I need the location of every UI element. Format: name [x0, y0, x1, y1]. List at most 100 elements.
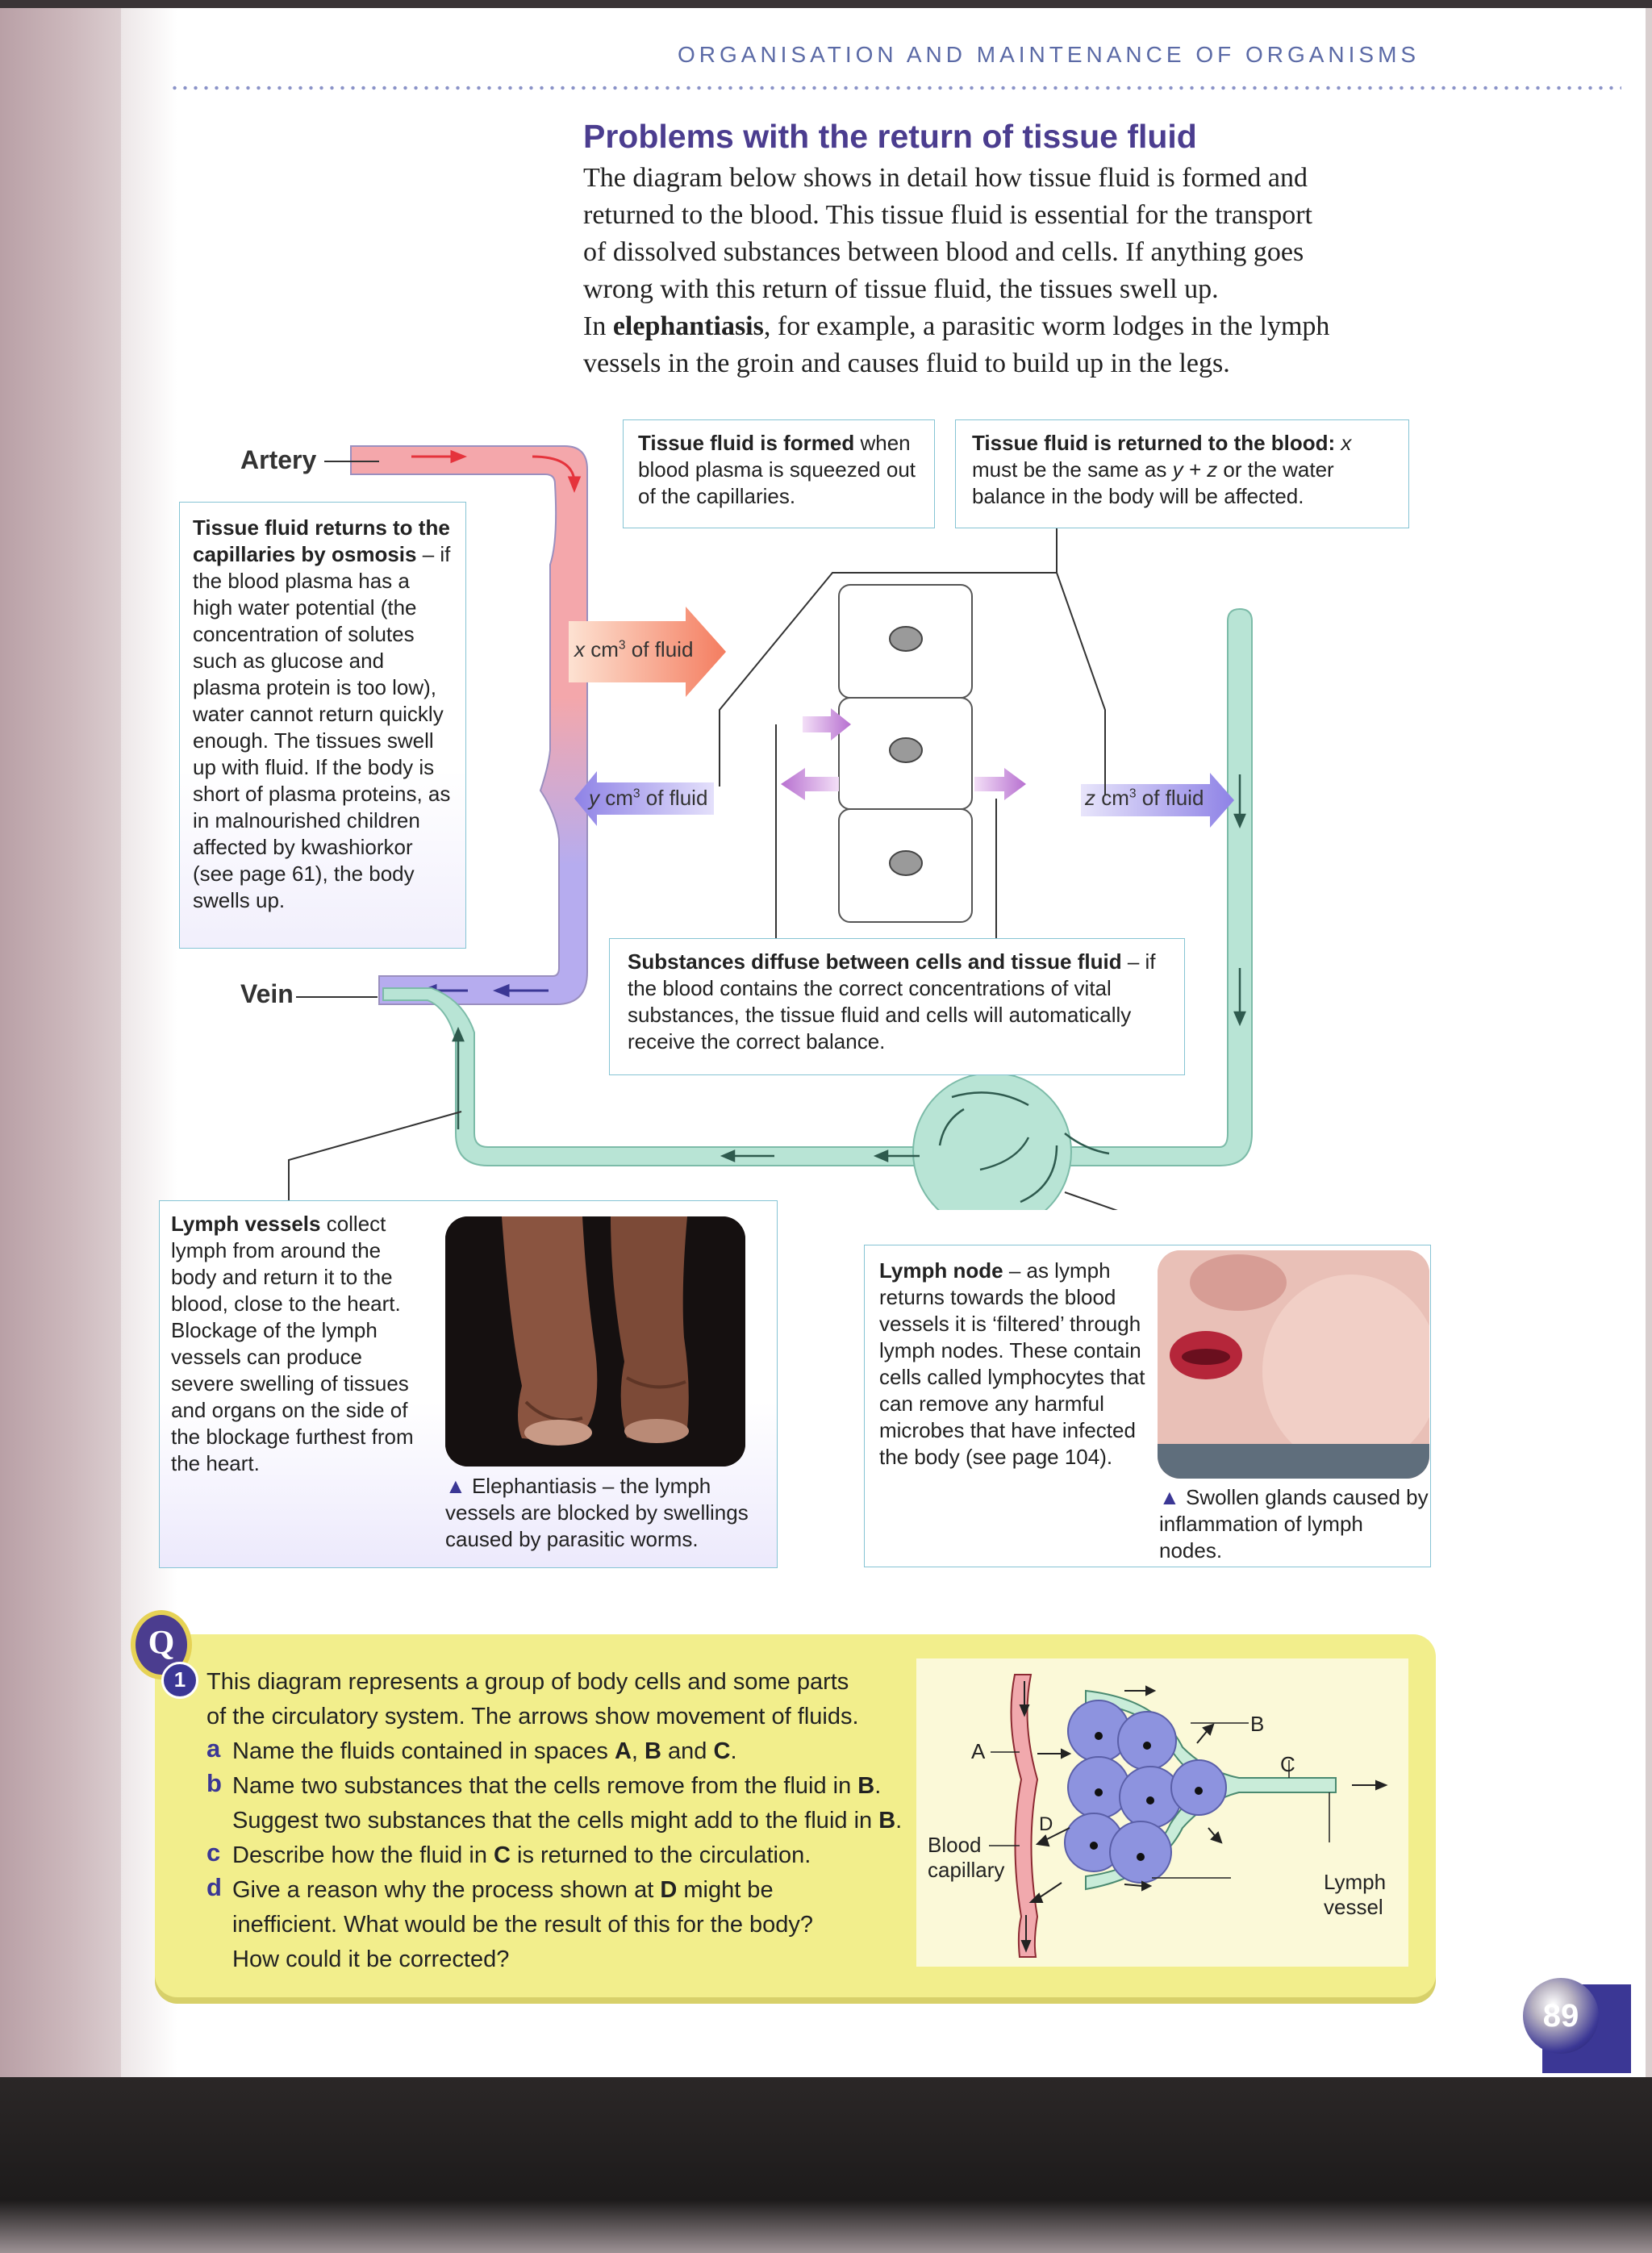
z-fluid-label: z cm3 of fluid	[1085, 786, 1204, 811]
caption-text: Swollen glands caused by inflammation of…	[1159, 1485, 1429, 1562]
lymph-node-box: Lymph node – as lymph returns towards th…	[864, 1245, 1431, 1567]
diffusion-arrows	[781, 708, 1026, 800]
part-d: Give a reason why the process shown at D…	[232, 1873, 926, 1977]
part-a: Name the fluids contained in spaces A, B…	[232, 1734, 926, 1769]
box-title: Substances diffuse between cells and tis…	[628, 949, 1122, 974]
x-variable: x	[574, 637, 585, 661]
tissue-fluid-returned-box: Tissue fluid is returned to the blood: x…	[955, 419, 1409, 528]
part-text: Give a reason why the process shown at	[232, 1877, 661, 1903]
box-text: must be the same as	[972, 457, 1173, 482]
space-label: B	[857, 1773, 875, 1799]
part-text: and	[661, 1738, 714, 1764]
box-text: – if the blood plasma has a high water p…	[193, 542, 451, 912]
part-c: Describe how the fluid in C is returned …	[232, 1838, 926, 1873]
section-heading: Problems with the return of tissue fluid	[583, 118, 1197, 155]
unit: cm	[599, 786, 633, 810]
tissue-fluid-diagram	[288, 445, 1253, 1210]
part-line: How could it be corrected?	[232, 1946, 510, 1972]
intro-text: , for example, a parasitic worm lodges i…	[763, 311, 1330, 341]
unit-suffix: of fluid	[640, 786, 708, 810]
artery-label: Artery	[240, 445, 317, 474]
unit-suffix: of fluid	[625, 637, 694, 661]
unit-suffix: of fluid	[1136, 786, 1204, 810]
intro-line: vessels in the groin and causes fluid to…	[583, 348, 1230, 378]
box-title: Lymph node	[879, 1258, 1003, 1283]
fig-label-line: Lymph	[1324, 1870, 1387, 1894]
y-plus-z: y + z	[1172, 457, 1218, 482]
fig-label-line: Blood	[928, 1833, 982, 1857]
artery-arrows	[411, 449, 582, 494]
box-text: collect lymph from around the body and r…	[171, 1212, 414, 1475]
intro-paragraph: The diagram below shows in detail how ti…	[583, 160, 1438, 382]
part-text: .	[874, 1773, 882, 1799]
part-d-letter: d	[206, 1873, 222, 1901]
legs-image	[445, 1216, 745, 1467]
box-title: Lymph vessels	[171, 1212, 321, 1236]
stem-line: This diagram represents a group of body …	[206, 1669, 849, 1695]
part-a-letter: a	[206, 1734, 221, 1763]
intro-line: wrong with this return of tissue fluid, …	[583, 274, 1219, 304]
part-text: ,	[631, 1738, 645, 1764]
face-image	[1158, 1250, 1429, 1479]
unit-superscript: 3	[632, 786, 640, 801]
keyword-elephantiasis: elephantiasis	[612, 311, 764, 341]
swollen-glands-caption: ▲ Swollen glands caused by inflammation …	[1159, 1484, 1429, 1564]
y-fluid-label: y cm3 of fluid	[589, 786, 707, 811]
part-text: Name the fluids contained in spaces	[232, 1738, 615, 1764]
space-label: C	[494, 1842, 511, 1868]
page-number: 89	[1523, 1978, 1599, 2054]
top-edge	[0, 0, 1652, 8]
scan-background	[0, 2077, 1652, 2253]
fig-label-lymph-vessel: Lymph vessel	[1324, 1870, 1386, 1920]
question-stem: This diagram represents a group of body …	[206, 1665, 900, 1734]
y-variable: y	[589, 786, 599, 810]
lymph-vessel	[382, 607, 1253, 1210]
fig-label-b: B	[1250, 1712, 1265, 1736]
caption-text: Elephantiasis – the lymph vessels are bl…	[445, 1474, 749, 1551]
diffusion-box: Substances diffuse between cells and tis…	[609, 938, 1185, 1075]
triangle-icon: ▲	[1159, 1485, 1186, 1509]
triangle-icon: ▲	[445, 1474, 472, 1498]
x-variable: x	[1335, 431, 1352, 455]
running-head: ORGANISATION AND MAINTENANCE OF ORGANISM…	[678, 42, 1420, 67]
question-number: 1	[161, 1662, 198, 1699]
box-text: – if the blood contains the correct conc…	[628, 949, 1156, 1053]
box-title: Tissue fluid is formed	[638, 431, 855, 455]
intro-text: In	[583, 311, 613, 341]
box-text: when blood plasma is squeezed out of the…	[638, 431, 916, 508]
space-label: C	[713, 1738, 731, 1764]
leader-lines	[288, 461, 1118, 1210]
elephantiasis-photo	[445, 1216, 745, 1467]
part-line: Suggest two substances that the cells mi…	[232, 1804, 942, 1838]
part-c-letter: c	[206, 1838, 221, 1867]
vein-label: Vein	[240, 979, 294, 1008]
intro-line: In elephantiasis, for example, a parasit…	[583, 308, 1438, 345]
elephantiasis-caption: ▲ Elephantiasis – the lymph vessels are …	[445, 1473, 776, 1553]
fig-label-c: C	[1280, 1752, 1295, 1776]
box-text: or the water balance in the body will be…	[972, 457, 1334, 508]
space-label: B	[645, 1738, 661, 1764]
y-fluid-arrow	[574, 771, 714, 826]
unit: cm	[585, 637, 619, 661]
part-text: .	[895, 1808, 903, 1834]
intro-line: of dissolved substances between blood an…	[583, 237, 1304, 267]
part-text: is returned to the circulation.	[510, 1842, 811, 1868]
part-text: might be	[677, 1877, 774, 1903]
swollen-glands-photo	[1158, 1250, 1429, 1479]
cell-nuclei	[889, 626, 923, 876]
intro-line: The diagram below shows in detail how ti…	[583, 163, 1308, 193]
z-variable: z	[1085, 786, 1095, 810]
blood-capillary	[350, 445, 588, 1005]
lymph-arrows	[452, 774, 1246, 1204]
part-line: Name two substances that the cells remov…	[232, 1769, 942, 1804]
unit: cm	[1095, 786, 1129, 810]
space-label: B	[878, 1808, 896, 1834]
box-text: – as lymph returns towards the blood ves…	[879, 1258, 1145, 1469]
box-title: Tissue fluid is returned to the blood:	[972, 431, 1336, 455]
tissue-fluid-formed-box: Tissue fluid is formed when blood plasma…	[623, 419, 935, 528]
part-text: Name two substances that the cells remov…	[232, 1773, 858, 1799]
fig-label-line: vessel	[1324, 1895, 1383, 1919]
part-text: Suggest two substances that the cells mi…	[232, 1808, 879, 1834]
part-text: .	[730, 1738, 737, 1764]
part-b-letter: b	[206, 1769, 222, 1797]
